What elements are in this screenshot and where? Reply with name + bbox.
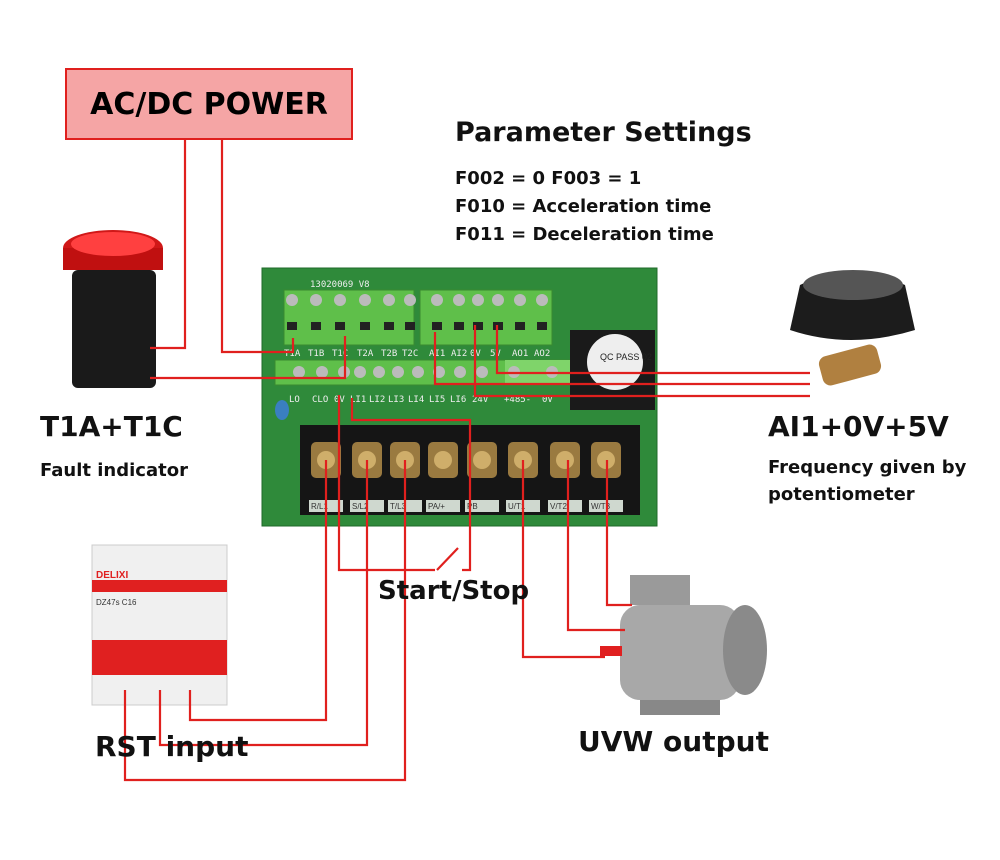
power-terminal-label: R/L1 [311, 502, 328, 511]
terminal-label: LI3 [388, 395, 404, 405]
breaker-brand: DELIXI [96, 570, 128, 581]
terminal-label: LI6 [450, 395, 466, 405]
qc-sticker-text: QC PASS 02 [600, 352, 652, 362]
terminal-label: AI2 [451, 349, 467, 359]
terminal-label: LI5 [429, 395, 445, 405]
parameters-title: Parameter Settings [455, 117, 752, 148]
terminal-label: T2C [402, 349, 418, 359]
terminal-label: T1C [332, 349, 348, 359]
terminal-label: T2B [381, 349, 397, 359]
power-terminal-label: T/L3 [390, 502, 407, 511]
terminal-label: T2A [357, 349, 374, 359]
fault-title: T1A+T1C [40, 410, 183, 443]
terminal-label: CLO [312, 395, 328, 405]
terminal-label: +485- [504, 395, 531, 405]
power-terminal-label: S/L2 [352, 502, 369, 511]
terminal-label: T1A [284, 349, 301, 359]
terminal-label: LI4 [408, 395, 424, 405]
terminal-label: AO1 [512, 349, 528, 359]
fault-subtitle: Fault indicator [40, 460, 188, 481]
parameter-line: F002 = 0 F003 = 1 [455, 168, 642, 189]
parameter-line: F010 = Acceleration time [455, 196, 712, 217]
pot-title: AI1+0V+5V [768, 410, 949, 443]
rst-input-label: RST input [95, 730, 249, 763]
wires [123, 140, 810, 782]
terminal-label: T1B [308, 349, 324, 359]
terminal-label: AI1 [429, 349, 445, 359]
pot-subtitle: Frequency given by [768, 457, 967, 478]
power-terminal-label: PA/+ [428, 502, 445, 511]
terminal-label: 0V [542, 395, 553, 405]
breaker-model: DZ47s C16 [96, 598, 137, 607]
terminal-label: LI1 [350, 395, 366, 405]
motor [600, 575, 767, 715]
circuit-breaker: DELIXI DZ47s C16 [91, 544, 228, 706]
power-terminal-label: V/T2 [550, 502, 567, 511]
inverter-board: 13020069 V8 QC PASS 02 T1A T1B T1C T2A T2B T2… [261, 267, 658, 527]
power-terminal-label: PB [467, 502, 478, 511]
part-number: 13020069 V8 [310, 280, 370, 290]
power-terminal-label: U/T1 [508, 502, 526, 511]
uvw-output-label: UVW output [578, 725, 769, 758]
parameter-line: F011 = Deceleration time [455, 224, 714, 245]
terminal-label: LI2 [369, 395, 385, 405]
ac-dc-power-box: AC/DC POWER [65, 68, 353, 140]
terminal-label: 24V [472, 395, 489, 405]
fault-indicator-lamp [63, 230, 163, 388]
potentiometer [790, 270, 915, 386]
qc-sticker [587, 334, 643, 390]
start-stop-label: Start/Stop [378, 576, 530, 606]
terminal-label: LO [289, 395, 300, 405]
pot-subtitle: potentiometer [768, 484, 915, 505]
power-terminal-label: W/T3 [591, 502, 611, 511]
terminal-label: AO2 [534, 349, 550, 359]
terminal-label: 5V [490, 349, 501, 359]
